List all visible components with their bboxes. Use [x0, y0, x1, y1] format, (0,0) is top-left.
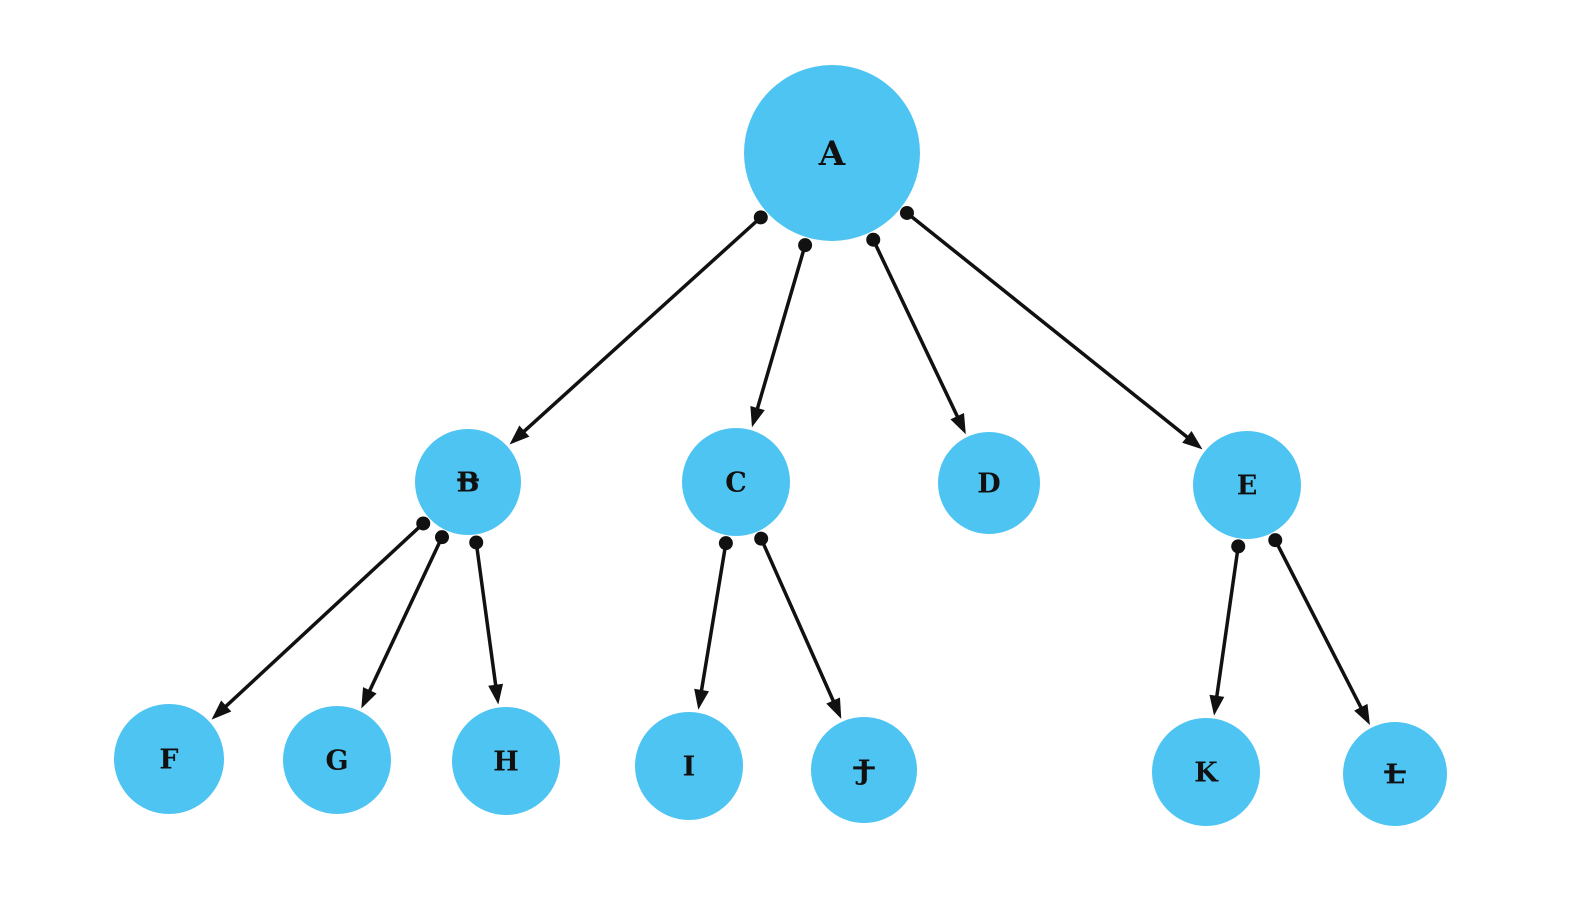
node-circle [1193, 431, 1301, 539]
arrowhead-icon [488, 683, 504, 705]
node-circle [682, 428, 790, 536]
edges-layer [211, 205, 1370, 726]
node-H: H [452, 707, 560, 815]
edge-line [364, 536, 444, 699]
edge-line [905, 211, 1195, 444]
arrowhead-icon [826, 697, 842, 719]
node-I: I [635, 712, 743, 820]
arrowhead-icon [750, 405, 765, 428]
node-label: B [457, 467, 480, 498]
node-L: L [1343, 722, 1447, 826]
edge-start-dot [1268, 533, 1283, 548]
node-J: J [811, 717, 917, 823]
node-circle [1152, 718, 1260, 826]
arrowhead-icon [361, 687, 377, 709]
arrowhead-icon [1209, 694, 1225, 716]
edge-start-dot [798, 238, 813, 253]
arrowhead-icon [950, 412, 966, 435]
edge-start-dot [1231, 539, 1246, 554]
node-circle [452, 707, 560, 815]
node-G: G [283, 706, 391, 814]
arrowhead-icon [694, 688, 709, 710]
arrowhead-icon [211, 700, 232, 720]
edge-E-L [1268, 533, 1370, 726]
node-label: A [818, 134, 846, 174]
node-label: F [159, 744, 178, 775]
node-circle [283, 706, 391, 814]
edge-C-I [694, 536, 733, 710]
node-label: E [1237, 470, 1258, 501]
node-circle [744, 65, 920, 241]
nodes-layer: A B C D E F G H I J K L [114, 65, 1447, 826]
node-F: F [114, 704, 224, 814]
node-D: D [938, 432, 1040, 534]
node-A: A [744, 65, 920, 241]
edge-start-dot [718, 536, 733, 551]
node-B: B [415, 429, 521, 535]
node-circle [415, 429, 521, 535]
edge-line [871, 238, 963, 425]
node-label: G [325, 745, 348, 776]
edge-line [759, 537, 838, 709]
edge-C-J [754, 531, 842, 719]
node-label: C [725, 467, 747, 498]
arrowhead-icon [1354, 703, 1370, 726]
edge-A-E [899, 205, 1203, 450]
node-label: D [977, 468, 1000, 499]
edge-start-dot [866, 232, 881, 247]
node-C: C [682, 428, 790, 536]
edge-start-dot [754, 531, 769, 546]
node-label: H [493, 746, 519, 777]
edge-start-dot [753, 210, 768, 225]
edge-line [698, 542, 728, 699]
edge-line [219, 522, 425, 713]
edge-line [1214, 546, 1240, 704]
node-circle [1343, 722, 1447, 826]
edge-line [474, 542, 499, 693]
edge-start-dot [899, 205, 914, 220]
edge-start-dot [416, 516, 431, 531]
edge-E-K [1209, 539, 1246, 716]
edge-line [753, 244, 807, 417]
node-K: K [1152, 718, 1260, 826]
arrowhead-icon [1182, 431, 1203, 450]
edge-line [1273, 539, 1367, 716]
node-label: J [856, 755, 871, 786]
node-circle [811, 717, 917, 823]
edge-B-H [469, 535, 504, 705]
node-circle [635, 712, 743, 820]
node-circle [938, 432, 1040, 534]
edge-start-dot [469, 535, 484, 550]
edge-A-B [509, 210, 768, 445]
edge-line [517, 216, 762, 438]
arrowhead-icon [509, 425, 530, 445]
node-label: L [1386, 759, 1405, 790]
edge-B-F [211, 516, 431, 720]
edge-A-C [750, 238, 813, 428]
node-label: K [1194, 757, 1219, 788]
node-circle [114, 704, 224, 814]
node-E: E [1193, 431, 1301, 539]
edge-B-G [361, 530, 449, 709]
edge-A-D [866, 232, 966, 435]
node-label: I [683, 751, 696, 782]
edge-start-dot [434, 530, 449, 545]
